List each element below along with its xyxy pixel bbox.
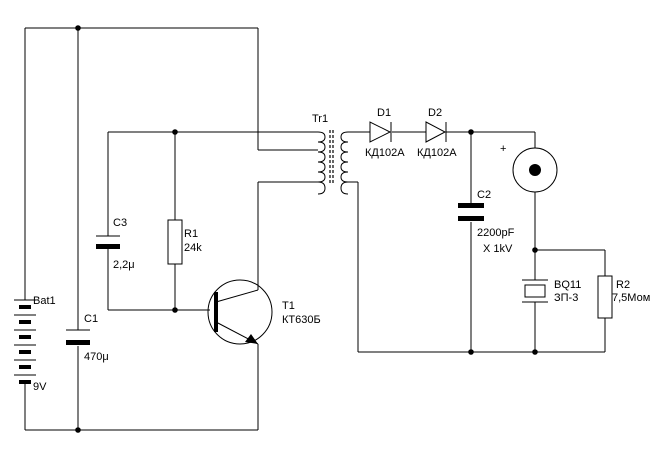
- d1-value: КД102А: [365, 147, 405, 159]
- output-polarity: +: [500, 143, 506, 155]
- t1-ref: T1: [282, 300, 295, 312]
- bq11-value: ЗП-3: [554, 292, 578, 304]
- bat1-value: 9V: [33, 381, 47, 393]
- junctions: [75, 25, 538, 433]
- wires-left: [24, 27, 318, 431]
- resistor-r2: R2 7,5Мом: [597, 275, 650, 319]
- diode-d1: D1 КД102А: [365, 107, 405, 159]
- diode-d2: D2 КД102А: [417, 107, 457, 159]
- capacitor-c3: C3 2,2μ: [96, 217, 135, 271]
- c3-ref: C3: [113, 217, 127, 229]
- r1-ref: R1: [184, 228, 198, 240]
- wires-right: [348, 131, 606, 353]
- capacitor-c2: C2 2200pF X 1kV: [458, 189, 515, 255]
- resistor-r1: R1 24k: [167, 219, 202, 265]
- d2-value: КД102А: [417, 147, 457, 159]
- c2-ref: C2: [477, 189, 491, 201]
- battery-bat1: Bat1 9V: [14, 295, 56, 393]
- piezo-bq11: BQ11 ЗП-3: [522, 279, 581, 304]
- d1-ref: D1: [377, 107, 391, 119]
- output-terminal: +: [500, 143, 558, 193]
- r2-ref: R2: [616, 279, 630, 291]
- c2-value: 2200pF: [477, 227, 515, 239]
- bq11-ref: BQ11: [554, 279, 581, 291]
- c1-value: 470μ: [84, 351, 109, 363]
- c3-value: 2,2μ: [113, 259, 135, 271]
- transistor-t1: T1 КТ630Б: [207, 279, 321, 345]
- r1-value: 24k: [184, 242, 202, 254]
- c2-rating: X 1kV: [483, 243, 513, 255]
- r2-value: 7,5Мом: [612, 292, 650, 304]
- tr1-ref: Tr1: [312, 113, 328, 125]
- bat1-ref: Bat1: [33, 295, 56, 307]
- capacitor-c1: C1 470μ: [66, 313, 109, 363]
- transformer-tr1: Tr1: [312, 113, 349, 195]
- c1-ref: C1: [84, 313, 98, 325]
- d2-ref: D2: [428, 107, 442, 119]
- t1-value: КТ630Б: [282, 314, 321, 326]
